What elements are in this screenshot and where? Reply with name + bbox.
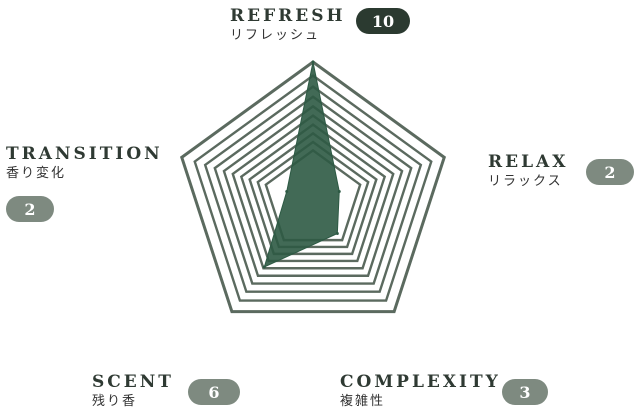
grid-ring [239, 123, 387, 263]
axis-label-transition: TRANSITION 香り変化 [6, 144, 163, 182]
axis-subtitle: リラックス [488, 174, 563, 189]
grid-ring [231, 114, 395, 270]
axis-label-relax: RELAX リラックス [488, 152, 568, 190]
data-point-scent [262, 265, 266, 269]
grid-ring [179, 60, 447, 314]
grid-ring [248, 131, 378, 256]
grid-ring [222, 104, 404, 277]
axis-title: REFRESH [230, 6, 346, 26]
data-point-complexity [335, 231, 339, 235]
axis-subtitle: 香り変化 [6, 166, 67, 181]
grid-ring [256, 140, 370, 249]
data-point-refresh [311, 60, 315, 64]
axis-subtitle: 残り香 [92, 394, 138, 409]
grid-ring [203, 85, 423, 293]
grid-ring [193, 74, 433, 302]
axis-title: COMPLEXITY [340, 372, 501, 392]
value-badge-refresh: 10 [356, 8, 410, 34]
data-polygon [263, 61, 340, 268]
axis-subtitle: 複雑性 [340, 394, 386, 409]
axis-title: SCENT [92, 372, 174, 392]
value-badge-scent: 6 [188, 379, 240, 405]
data-point-relax [337, 189, 341, 193]
axis-label-refresh: REFRESH リフレッシュ [230, 6, 346, 44]
axis-label-complexity: COMPLEXITY 複雑性 [340, 372, 501, 410]
value-badge-complexity: 3 [502, 379, 548, 405]
data-point-transition [285, 189, 289, 193]
axis-title: RELAX [488, 152, 569, 172]
axis-title: TRANSITION [6, 144, 163, 164]
axis-subtitle: リフレッシュ [230, 28, 321, 43]
value-badge-relax: 2 [586, 159, 634, 185]
value-badge-transition: 2 [6, 196, 54, 222]
axis-label-scent: SCENT 残り香 [92, 372, 174, 410]
grid-ring [213, 95, 413, 285]
